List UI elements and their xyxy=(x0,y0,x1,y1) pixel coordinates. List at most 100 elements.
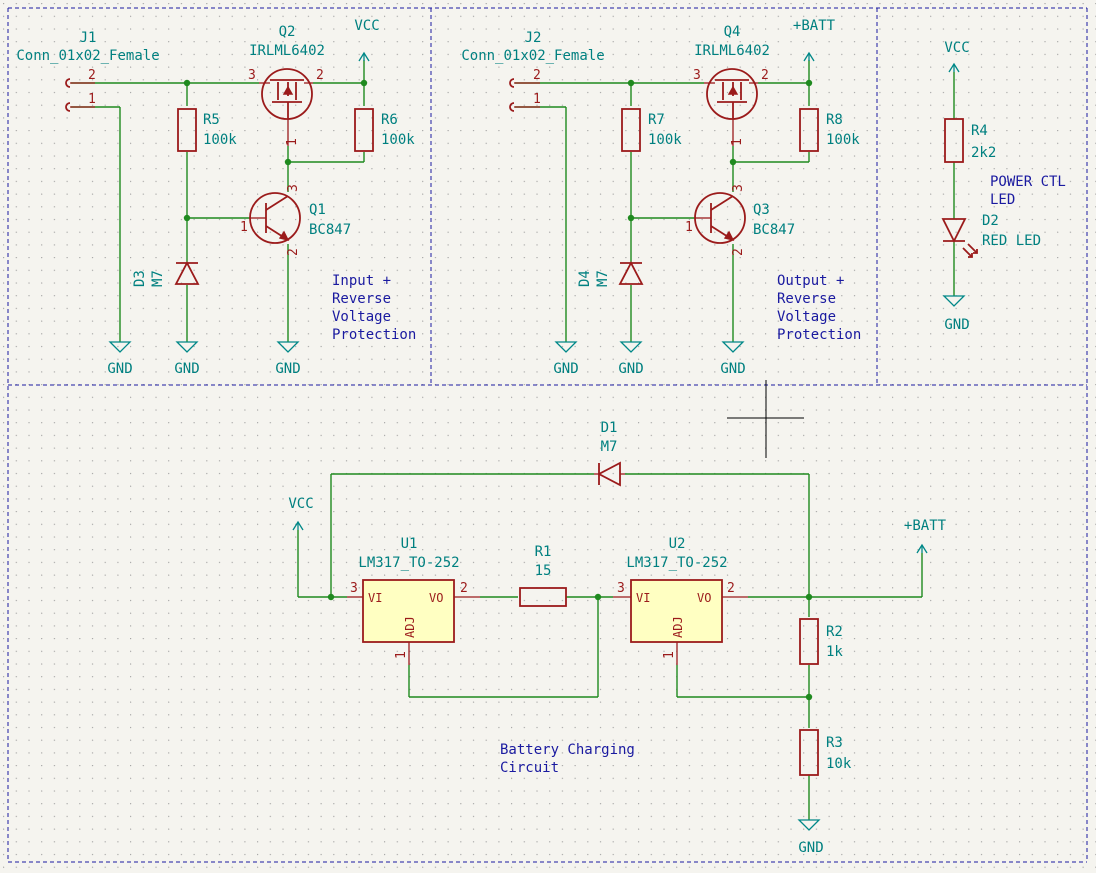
q3-pin2: 2 xyxy=(731,248,746,256)
u1-adj: ADJ xyxy=(403,616,417,638)
vcc-symbol-led: VCC xyxy=(944,40,970,73)
note-input-line4: Protection xyxy=(332,327,416,343)
diode-d3[interactable]: D3 M7 xyxy=(132,261,200,287)
resistor-r1[interactable]: R1 15 xyxy=(519,544,567,607)
u1-ref: U1 xyxy=(401,536,418,552)
mosfet-q2[interactable]: 3 2 1 Q2 IRLML6402 xyxy=(248,24,325,146)
note-input-protection: Input + Reverse Voltage Protection xyxy=(332,273,416,343)
gnd-symbol-d4: GND xyxy=(618,341,644,377)
batt-symbol-charging: +BATT xyxy=(904,518,947,554)
led-d2[interactable]: D2 RED LED xyxy=(941,213,1041,258)
resistor-r7[interactable]: R7 100k xyxy=(621,108,682,152)
r3-ref: R3 xyxy=(826,735,843,751)
j1-pin2: 2 xyxy=(88,68,96,83)
u1-pin2: 2 xyxy=(460,581,468,596)
u1-vi: VI xyxy=(368,591,382,605)
u1-value: LM317_TO-252 xyxy=(358,555,459,571)
gnd-label-d3: GND xyxy=(174,361,199,377)
j1-value: Conn_01x02_Female xyxy=(16,48,159,64)
gnd-symbol-j1: GND xyxy=(107,341,133,377)
d1-value: M7 xyxy=(601,439,618,455)
gnd-symbol-q3: GND xyxy=(720,341,746,377)
note-output-line4: Protection xyxy=(777,327,861,343)
gnd-label-q1: GND xyxy=(275,361,300,377)
note-led-line1: POWER CTL xyxy=(990,174,1066,190)
q1-pin2: 2 xyxy=(286,248,301,256)
j2-ref: J2 xyxy=(525,30,542,46)
resistor-r5[interactable]: R5 100k xyxy=(177,108,237,152)
d3-value: M7 xyxy=(150,270,166,287)
d4-value: M7 xyxy=(595,270,611,287)
r3-value: 10k xyxy=(826,756,852,772)
resistor-r2[interactable]: R2 1k xyxy=(799,618,843,665)
q3-ref: Q3 xyxy=(753,202,770,218)
gnd-label-j2: GND xyxy=(553,361,578,377)
r2-value: 1k xyxy=(826,644,843,660)
u2-value: LM317_TO-252 xyxy=(626,555,727,571)
diode-d1[interactable]: D1 M7 xyxy=(594,420,625,487)
section-borders xyxy=(7,7,1088,863)
connector-j1[interactable]: 2 1 J1 Conn_01x02_Female xyxy=(16,30,160,112)
batt-symbol-q4: +BATT xyxy=(793,18,836,62)
u1-pin1: 1 xyxy=(394,651,409,659)
note-led-line2: LED xyxy=(990,192,1015,208)
vcc-symbol-charging: VCC xyxy=(288,496,314,531)
q2-pin2: 2 xyxy=(316,68,324,83)
vcc-label-charging: VCC xyxy=(288,496,313,512)
input-protection-wires xyxy=(71,60,368,342)
r4-ref: R4 xyxy=(971,123,988,139)
q3-pin3: 3 xyxy=(731,184,746,192)
gnd-label-d4: GND xyxy=(618,361,643,377)
vcc-label-led: VCC xyxy=(944,40,969,56)
r8-value: 100k xyxy=(826,132,860,148)
resistor-r6[interactable]: R6 100k xyxy=(354,108,415,152)
d2-ref: D2 xyxy=(982,213,999,229)
note-battery-charging: Battery Charging Circuit xyxy=(500,742,635,776)
r8-ref: R8 xyxy=(826,112,843,128)
mosfet-q4[interactable]: 3 2 1 Q4 IRLML6402 xyxy=(693,24,770,146)
q4-pin2: 2 xyxy=(761,68,769,83)
j2-value: Conn_01x02_Female xyxy=(461,48,604,64)
bjt-q3[interactable]: 1 3 2 Q3 BC847 xyxy=(685,184,795,256)
u2-vi: VI xyxy=(636,591,650,605)
regulator-u2[interactable]: VI VO ADJ 3 2 1 U2 LM317_TO-252 xyxy=(613,536,748,665)
r5-ref: R5 xyxy=(203,112,220,128)
u2-pin2: 2 xyxy=(727,581,735,596)
batt-label-charging: +BATT xyxy=(904,518,947,534)
note-output-line1: Output + xyxy=(777,273,844,289)
gnd-symbol-j2: GND xyxy=(553,341,579,377)
q4-pin1: 1 xyxy=(730,138,745,146)
j1-pin1: 1 xyxy=(88,92,96,107)
u2-adj: ADJ xyxy=(671,616,685,638)
note-input-line2: Reverse xyxy=(332,291,391,307)
r7-ref: R7 xyxy=(648,112,665,128)
gnd-label-led: GND xyxy=(944,317,969,333)
gnd-symbol-charging: GND xyxy=(797,819,824,856)
r6-value: 100k xyxy=(381,132,415,148)
resistor-r8[interactable]: R8 100k xyxy=(799,108,860,152)
r4-value: 2k2 xyxy=(971,145,996,161)
q4-pin3: 3 xyxy=(693,68,701,83)
connector-j2[interactable]: 2 1 J2 Conn_01x02_Female xyxy=(461,30,605,112)
note-input-line1: Input + xyxy=(332,273,391,289)
resistor-r4[interactable]: R4 2k2 xyxy=(944,118,996,163)
u2-ref: U2 xyxy=(669,536,686,552)
batt-label-q4: +BATT xyxy=(793,18,836,34)
d1-ref: D1 xyxy=(601,420,618,436)
q4-value: IRLML6402 xyxy=(694,43,770,59)
q3-pin1: 1 xyxy=(685,220,693,235)
r1-value: 15 xyxy=(535,563,552,579)
q1-pin3: 3 xyxy=(286,184,301,192)
d3-ref: D3 xyxy=(132,270,148,287)
resistor-r3[interactable]: R3 10k xyxy=(799,729,852,776)
regulator-u1[interactable]: VI VO ADJ 3 2 1 U1 LM317_TO-252 xyxy=(347,536,480,665)
gnd-symbol-led: GND xyxy=(942,295,970,333)
diode-d4[interactable]: D4 M7 xyxy=(577,261,644,287)
q2-ref: Q2 xyxy=(279,24,296,40)
u1-vo: VO xyxy=(429,591,443,605)
bjt-q1[interactable]: 1 3 2 Q1 BC847 xyxy=(240,184,351,256)
output-protection-wires xyxy=(515,60,813,342)
gnd-symbol-d3: GND xyxy=(174,341,200,377)
d4-ref: D4 xyxy=(577,270,593,287)
